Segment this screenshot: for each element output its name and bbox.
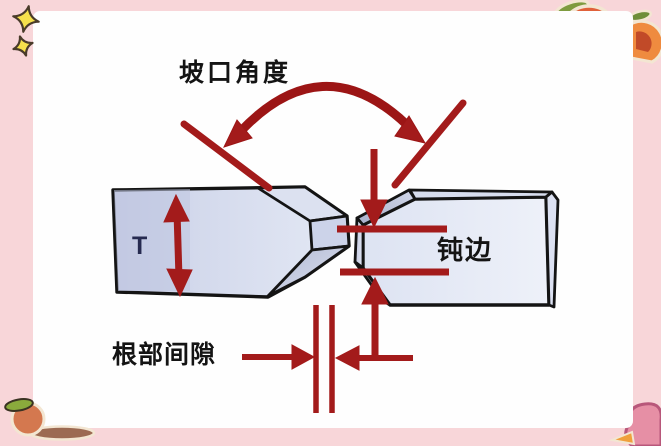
root-face-label: 钝边 xyxy=(437,235,494,265)
thickness-arrow xyxy=(163,193,193,298)
thickness-label: T xyxy=(132,232,148,260)
groove-angle-label: 坡口角度 xyxy=(179,59,292,87)
root-gap-indicator xyxy=(242,305,413,413)
peach-icon xyxy=(608,402,661,446)
left-bevel-extension-line xyxy=(180,120,273,192)
annotations xyxy=(163,81,467,413)
sparkle-stars-icon xyxy=(12,5,40,57)
root-face-down-arrow xyxy=(360,149,388,229)
root-gap-label: 根部间隙 xyxy=(112,341,217,369)
root-face-up-arrow xyxy=(361,276,389,357)
groove-angle-arc xyxy=(223,81,427,148)
right-bevel-extension-line xyxy=(391,99,467,189)
peach-with-shadow-icon xyxy=(4,398,96,441)
